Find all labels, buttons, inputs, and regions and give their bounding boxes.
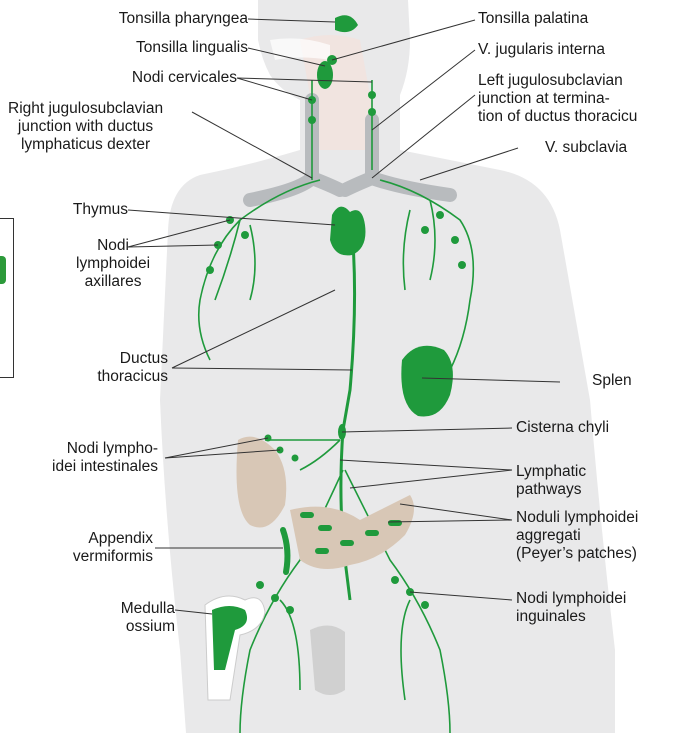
label-cisterna-chyli: Cisterna chyli <box>516 419 609 437</box>
genital-shape <box>310 625 345 695</box>
label-v-subclavia: V. subclavia <box>545 139 627 157</box>
label-nodi-cervicales: Nodi cervicales <box>132 69 237 87</box>
label-nodi-axillares: Nodi lymphoidei axillares <box>76 237 150 291</box>
label-ductus-thoracicus: Ductus thoracicus <box>97 350 168 386</box>
label-nodi-intestinales: Nodi lympho- idei intestinales <box>52 440 158 476</box>
label-lymphatic-pathways: Lymphatic pathways <box>516 463 586 499</box>
label-splen: Splen <box>592 372 632 390</box>
axillary-bracket <box>0 218 14 378</box>
label-tonsilla-palatina: Tonsilla palatina <box>478 10 588 28</box>
side-tab-marker <box>0 256 6 284</box>
label-tonsilla-pharyngea: Tonsilla pharyngea <box>119 10 248 28</box>
label-nodi-inguinales: Nodi lymphoidei inguinales <box>516 590 626 626</box>
label-left-junction: Left jugulosubclavian junction at termin… <box>478 72 637 126</box>
label-right-junction: Right jugulosubclavian junction with duc… <box>8 100 163 154</box>
label-tonsilla-lingualis: Tonsilla lingualis <box>136 39 248 57</box>
label-noduli-aggregati: Noduli lymphoidei aggregati (Peyer’s pat… <box>516 509 638 563</box>
label-thymus: Thymus <box>73 201 128 219</box>
label-appendix: Appendix vermiformis <box>73 530 153 566</box>
label-medulla: Medulla ossium <box>121 600 175 636</box>
thymus-shape <box>330 207 365 256</box>
label-v-jugularis: V. jugularis interna <box>478 41 605 59</box>
